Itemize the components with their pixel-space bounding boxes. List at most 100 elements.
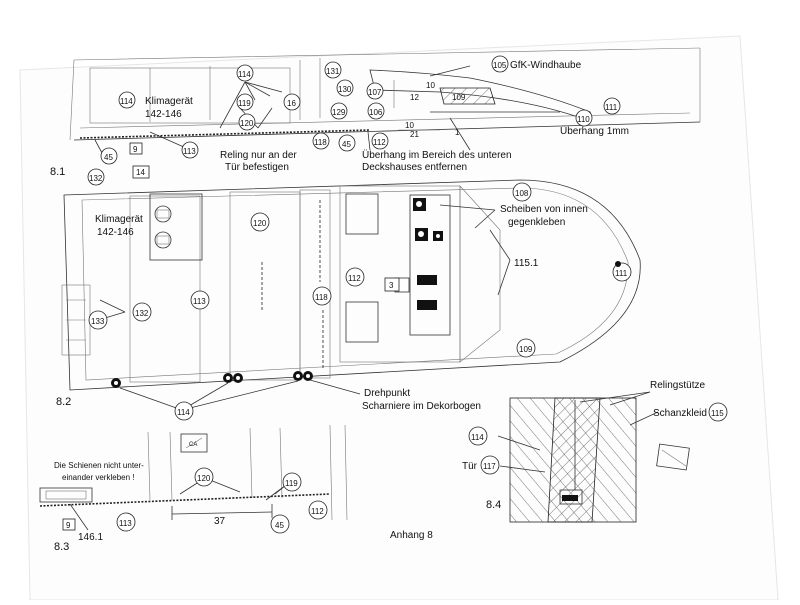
part-8-4: 8.4 Relingstütze Schanzkleid 115 114 Tür… [462,380,728,523]
svg-text:132: 132 [135,309,149,318]
svg-text:129: 129 [332,108,346,117]
scheiben-note-2: gegenkleben [508,217,565,228]
r115-1-label: 115.1 [514,258,539,269]
door-section [547,397,601,523]
svg-text:114: 114 [177,408,190,417]
hinge-1 [111,378,121,388]
callout-129: 129 [330,102,348,120]
page-label: Anhang 8 [390,530,433,541]
callout-107: 107 [366,82,384,100]
callout-112: 112 [345,267,365,287]
dim-21: 21 [410,130,419,139]
callout-118: 118 [312,286,332,306]
callout-112: 112 [371,132,389,150]
svg-text:109: 109 [452,93,466,102]
svg-text:115: 115 [711,409,724,418]
callout-131: 131 [324,61,342,79]
callout-105: 105 [491,55,509,73]
scharniere-label: Scharniere im Dekorbogen [362,401,481,412]
svg-text:132: 132 [89,174,103,183]
svg-text:106: 106 [369,108,383,117]
callout-113: 113 [190,290,210,310]
dim-37: 37 [214,516,226,527]
svg-text:45: 45 [104,153,113,162]
svg-text:111: 111 [615,269,628,278]
callout-114b: 114 [236,64,254,82]
svg-text:113: 113 [183,147,196,156]
svg-text:118: 118 [315,293,328,302]
reling-note-1: Reling nur an der [220,150,297,161]
svg-text:112: 112 [373,138,386,147]
callout-16: 16 [283,93,301,111]
svg-text:109: 109 [519,345,533,354]
svg-text:112: 112 [311,507,324,516]
callout-14: 14 [132,165,150,179]
callout-9: 9 [129,142,143,155]
dim-1: 1 [455,128,460,137]
callout-120: 120 [250,212,270,232]
part-8-3: 8.3 CA 37 120 119 112 45 113 9 146.1 Di [39,424,348,553]
klimageraet-range: 142-146 [145,109,182,120]
svg-text:108: 108 [515,189,529,198]
svg-text:113: 113 [119,519,132,528]
callout-112: 112 [308,500,328,520]
reling-note-2: Tür befestigen [225,162,289,173]
ueberhang-note-2: Deckshauses entfernen [362,162,467,173]
callout-118: 118 [312,132,330,150]
klimageraet-label: Klimagerät [145,96,193,107]
svg-text:45: 45 [275,521,284,530]
scheiben-note-1: Scheiben von innen [500,204,588,215]
svg-text:117: 117 [483,462,496,471]
callout-117: 117 [480,455,500,475]
callout-45: 45 [270,514,290,534]
svg-text:CA: CA [189,442,197,448]
callout-119: 119 [236,93,254,111]
schienen-note-2: einander verkleben ! [62,473,135,482]
part-8-1: 8.1 12 10 10 21 1 11 [50,47,701,186]
callout-45: 45 [338,134,356,152]
hatched-insert-109 [439,87,496,105]
svg-text:114: 114 [238,70,251,79]
callout-132: 132 [132,302,152,322]
callout-133: 133 [88,310,108,330]
paper-sheet [19,35,779,601]
schanzkleid-label: Schanzkleid [653,408,707,419]
windhaube-label: GfK-Windhaube [510,60,582,71]
section-label-8-3: 8.3 [54,541,69,553]
svg-text:111: 111 [605,103,618,112]
callout-120: 120 [238,113,256,131]
callout-3: 3 [384,277,400,292]
callout-113: 113 [116,512,136,532]
svg-text:14: 14 [136,168,145,177]
svg-text:9: 9 [133,145,138,154]
svg-text:131: 131 [326,67,340,76]
hinge-2 [223,373,243,383]
dim-12: 12 [410,93,419,102]
callout-45b: 45 [100,147,118,165]
dim-10a: 10 [426,81,435,90]
hull-outline [63,179,641,391]
svg-text:133: 133 [91,317,105,326]
part-8-2: 8.2 [56,165,641,421]
callout-130: 130 [336,79,354,97]
svg-text:9: 9 [66,521,71,530]
callout-114a: 114 [118,91,136,109]
svg-text:113: 113 [193,297,206,306]
ueberhang-label: Überhang 1mm [560,125,629,137]
dim-10b: 10 [405,121,414,130]
callout-132: 132 [87,168,105,186]
callout-113: 113 [181,141,199,159]
callout-114: 114 [468,426,488,446]
svg-text:107: 107 [368,88,382,97]
svg-text:120: 120 [253,219,267,228]
svg-text:120: 120 [240,119,254,128]
section-label-8-1: 8.1 [50,166,65,178]
callout-109: 109 [452,93,466,102]
deck-rail [39,493,331,507]
svg-text:114: 114 [120,97,133,106]
svg-text:16: 16 [287,99,296,108]
drehpunkt-label: Drehpunkt [364,388,410,399]
ueberhang-note-1: Überhang im Bereich des unteren [362,149,512,161]
